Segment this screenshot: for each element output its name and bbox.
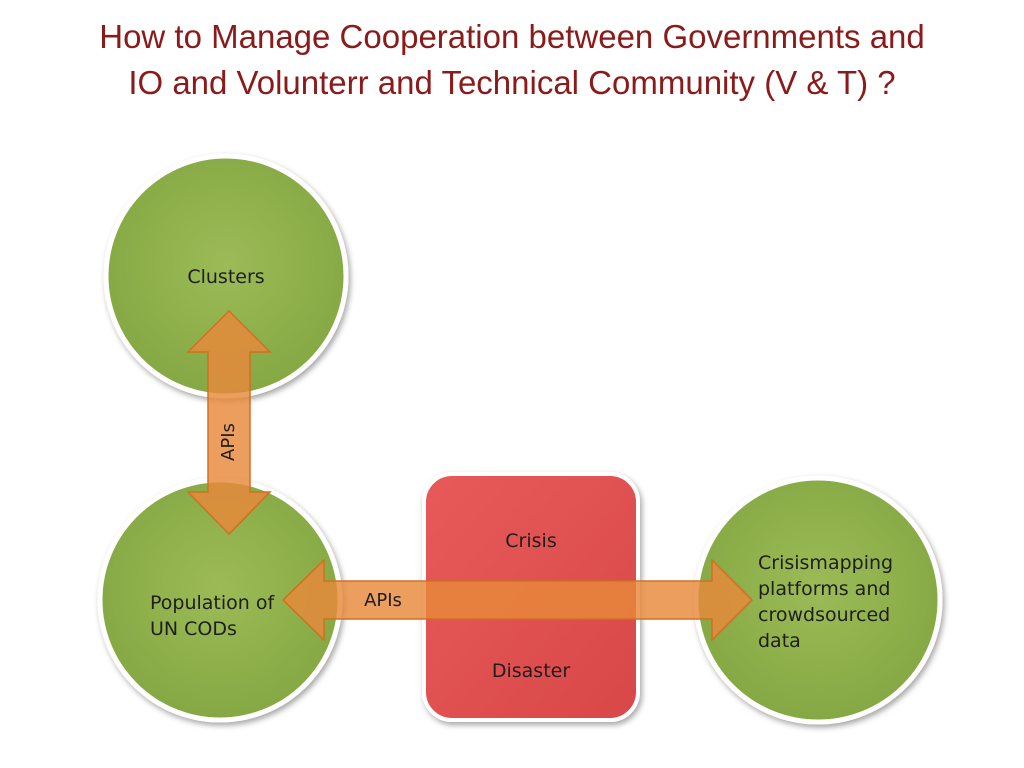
population-label-line-1: Population of (150, 592, 275, 614)
clusters-label: Clusters (187, 266, 265, 288)
disaster-label: Disaster (491, 660, 571, 682)
crowdsourced-label-line-2: platforms and (758, 578, 891, 600)
horizontal-arrow-label: APIs (364, 590, 402, 611)
title-line-2: IO and Volunterr and Technical Community… (128, 64, 896, 101)
crisis-label: Crisis (505, 530, 557, 552)
horizontal-double-arrow (281, 558, 754, 642)
crowdsourced-label-line-4: data (758, 630, 801, 652)
population-label-line-2: UN CODs (150, 618, 237, 640)
slide-title: How to Manage Cooperation between Govern… (0, 14, 1024, 106)
crowdsourced-label: Crisismapping platforms and crowdsourced… (758, 550, 893, 654)
crowdsourced-label-line-1: Crisismapping (758, 552, 894, 574)
population-label: Population of UN CODs (150, 590, 274, 642)
crowdsourced-label-line-3: crowdsourced (758, 604, 891, 626)
vertical-arrow-label: APIs (218, 423, 239, 461)
vertical-double-arrow (186, 309, 272, 536)
title-line-1: How to Manage Cooperation between Govern… (99, 18, 925, 55)
